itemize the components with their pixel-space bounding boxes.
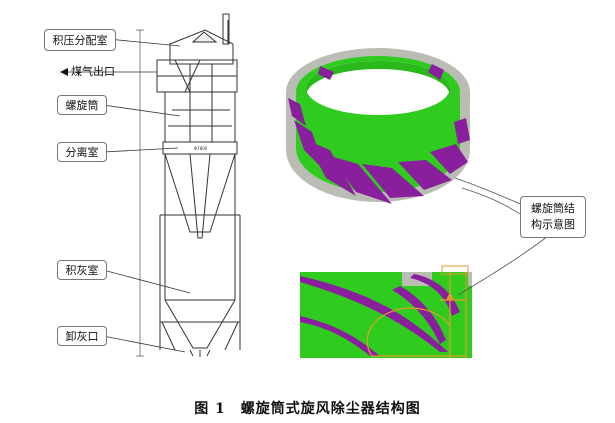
label-spiral-tube: 螺旋筒 [57,95,107,115]
svg-text:Φ7800: Φ7800 [194,146,208,151]
label-ash-chamber: 积灰室 [57,260,107,280]
label-spiral-structure: 螺旋筒结 构示意图 [520,196,586,238]
spiral-cross-section [300,265,472,358]
figure-caption: 图 1 螺旋筒式旋风除尘器结构图 [194,401,421,417]
spiral-ring-3d [286,48,470,204]
callout-leaders [102,38,191,353]
gas-outlet-arrow [60,68,157,76]
label-ash-outlet: 卸灰口 [57,326,107,346]
label-gas-outlet: 煤气出口 [71,65,115,78]
label-spiral-structure-line2: 构示意图 [531,218,575,231]
label-spiral-structure-line1: 螺旋筒结 [531,202,575,215]
label-separation-chamber: 分离室 [57,142,107,162]
label-pressure-chamber: 积压分配室 [44,29,116,51]
spiral-vanes [288,64,470,204]
collector-line-drawing: Φ7800 [136,13,241,357]
